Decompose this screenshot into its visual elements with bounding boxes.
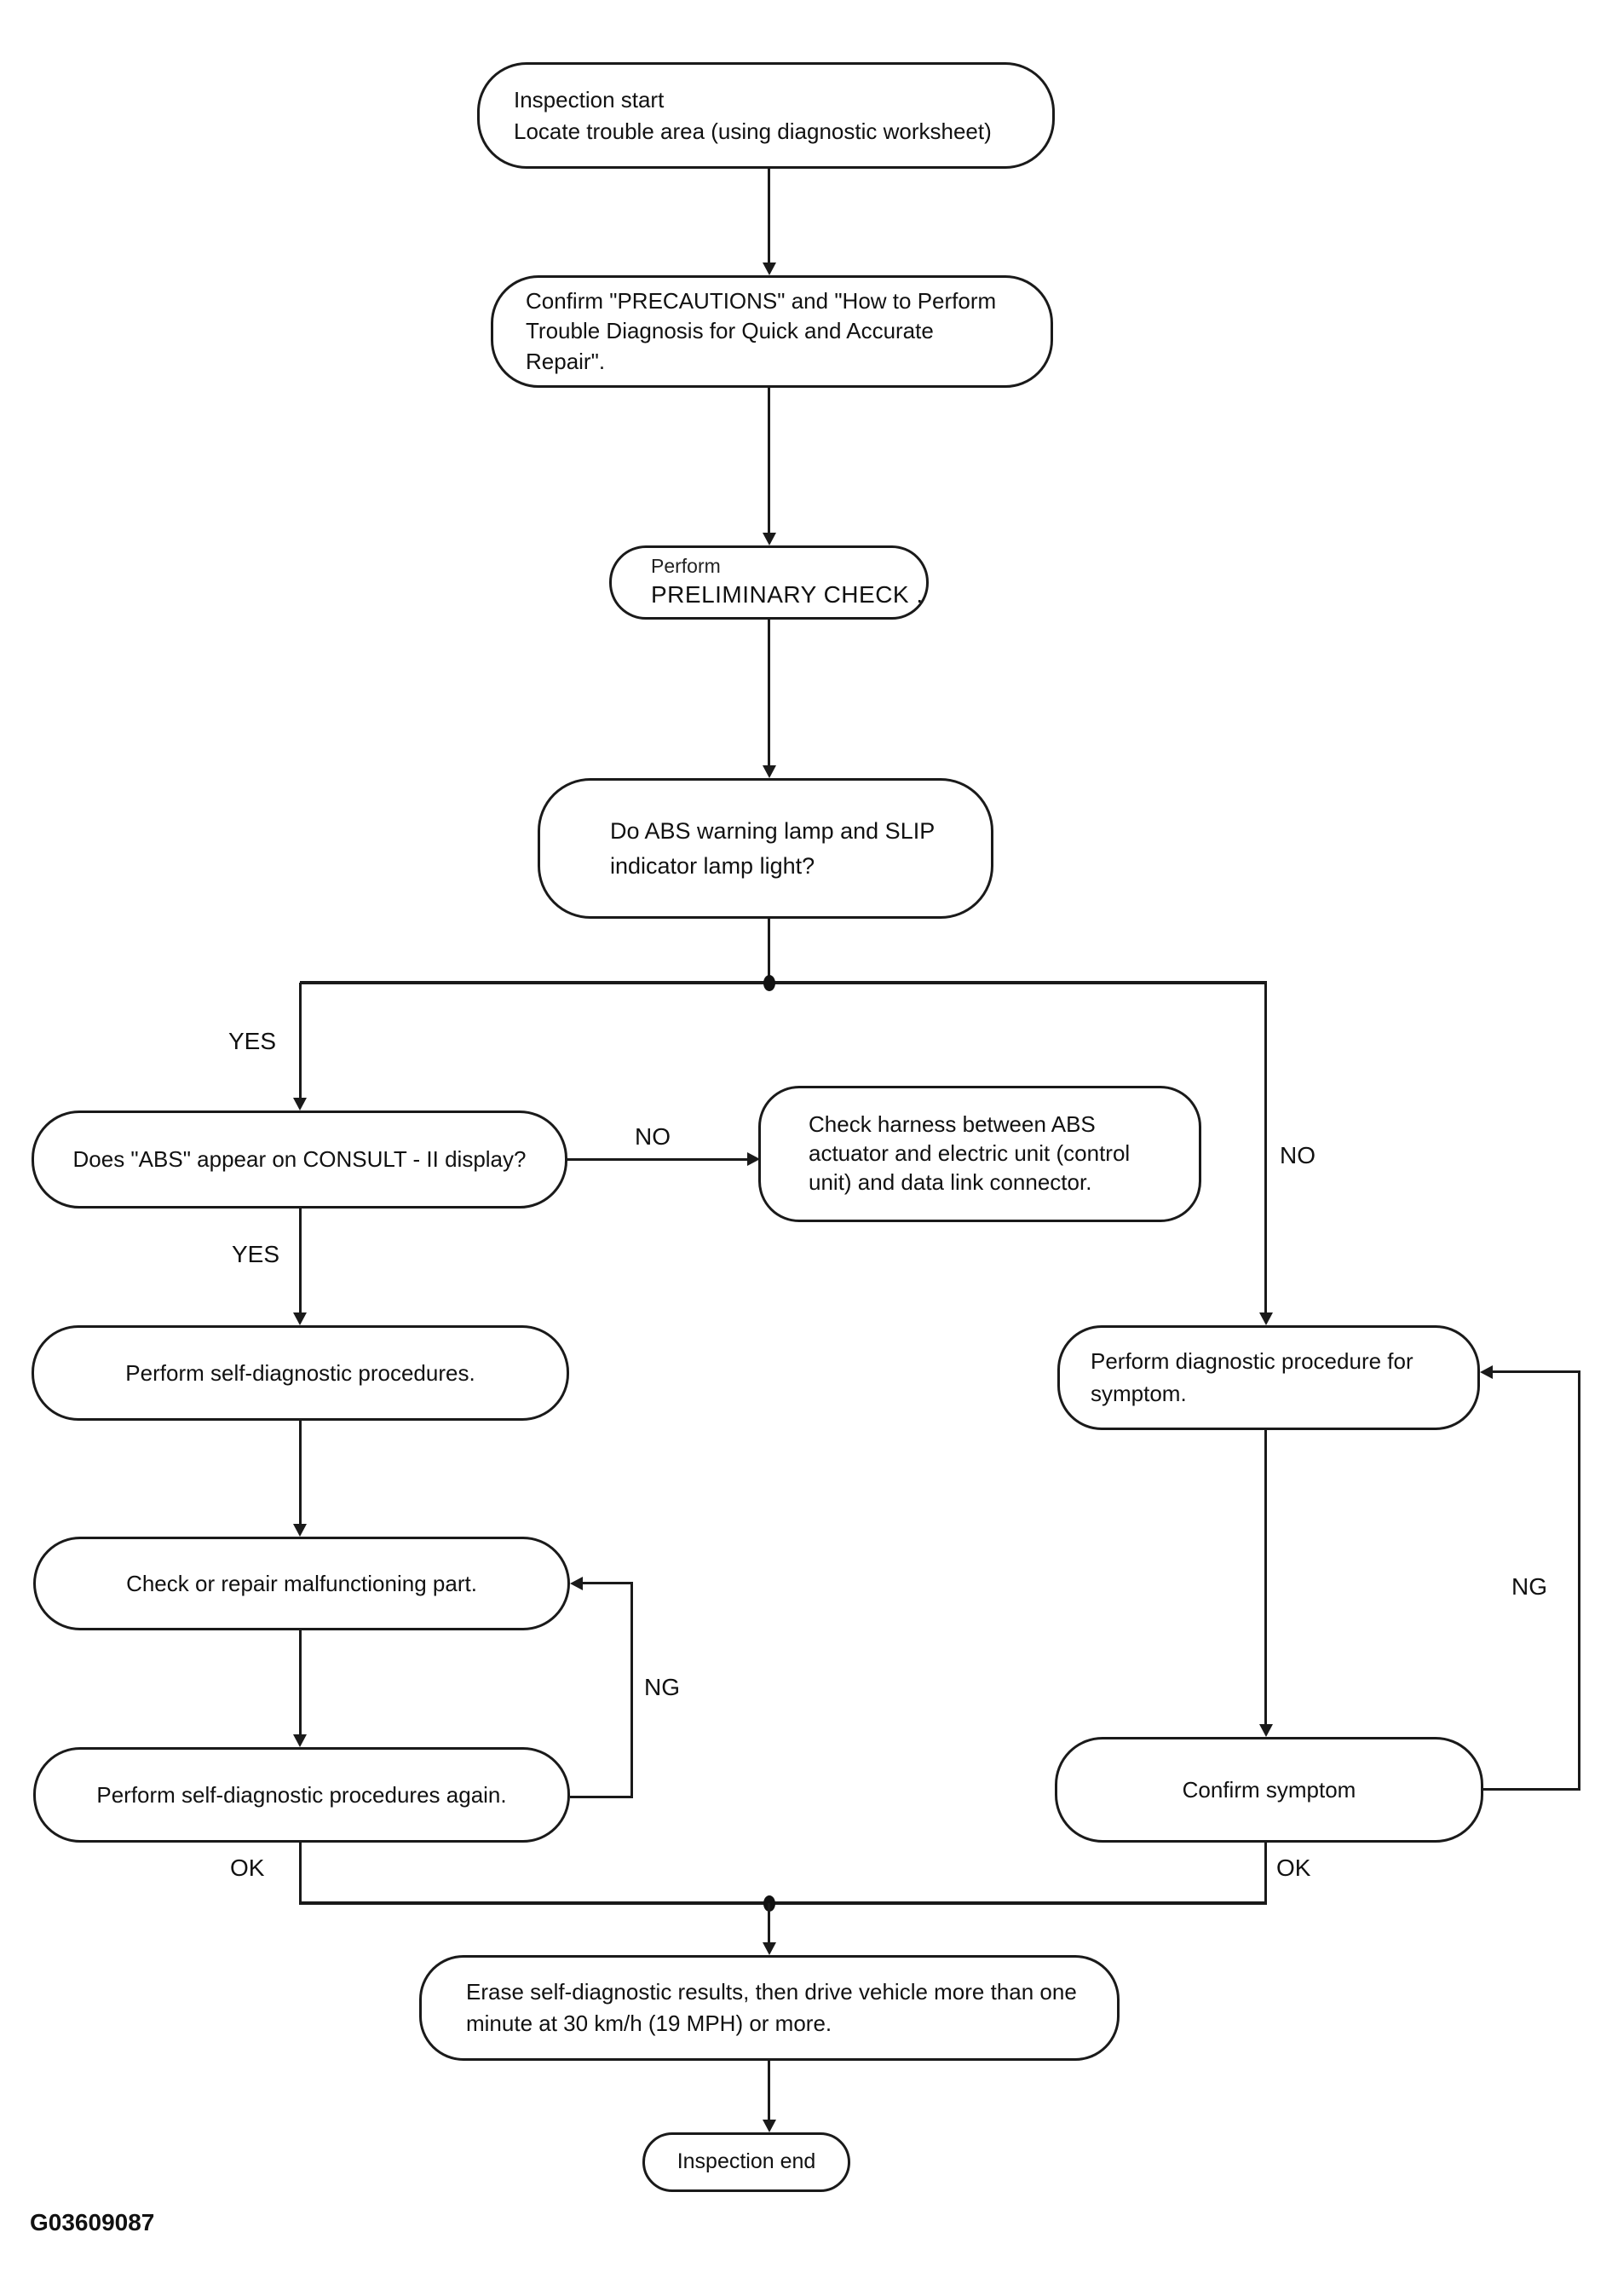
edge-start-confirm-arrowhead <box>763 262 776 275</box>
edge-symptom-confirmsymptom-arrowhead <box>1259 1724 1273 1737</box>
node-inspection-end: Inspection end <box>642 2132 850 2192</box>
edge-label-ng-left: NG <box>644 1674 680 1700</box>
edge-confirm-preliminary-line <box>768 388 770 534</box>
edge-label-ok-left: OK <box>230 1855 265 1881</box>
node-erase-results: Erase self-diagnostic results, then driv… <box>419 1955 1120 2061</box>
edge-ngloop-left-bottom-line <box>570 1796 633 1798</box>
figure-code: G03609087 <box>30 2209 155 2235</box>
edge-erase-end-line <box>768 2061 770 2120</box>
edge-consult-selfdiag-line <box>299 1209 302 1313</box>
edge-preliminary-abslamp-line <box>768 620 770 766</box>
edge-merge-erase-line <box>768 1903 770 1944</box>
edge-junction-symptom-line <box>1264 983 1267 1313</box>
node-text: Perform diagnostic procedure for <box>1091 1347 1413 1374</box>
node-confirm-symptom: Confirm symptom <box>1055 1737 1483 1843</box>
node-text: Confirm symptom <box>1182 1776 1356 1803</box>
node-self-diagnostic-again: Perform self-diagnostic procedures again… <box>33 1747 570 1843</box>
node-text: minute at 30 km/h (19 MPH) or more. <box>466 2010 832 2036</box>
branch-junction-dot <box>763 975 775 991</box>
edge-ngloop-left-top-line <box>582 1582 633 1584</box>
edge-start-confirm-line <box>768 169 770 264</box>
edge-consult-selfdiag-arrowhead <box>293 1312 307 1325</box>
node-text: Perform self-diagnostic procedures again… <box>96 1781 507 1808</box>
node-text: Confirm "PRECAUTIONS" and "How to Perfor… <box>526 287 997 314</box>
edge-confirm-preliminary-arrowhead <box>763 533 776 545</box>
node-text: Do ABS warning lamp and SLIP <box>610 818 936 844</box>
node-text: Locate trouble area (using diagnostic wo… <box>514 118 992 144</box>
edge-abslamp-junction-line <box>768 919 770 984</box>
node-text: Does "ABS" appear on CONSULT - II displa… <box>72 1146 527 1173</box>
node-abs-lamp-question: Do ABS warning lamp and SLIP indicator l… <box>538 778 993 919</box>
edge-checkrepair-selfdiagagain-arrowhead <box>293 1734 307 1747</box>
edge-consult-harness-line <box>567 1158 749 1161</box>
edge-label-no-right: NO <box>1280 1142 1316 1168</box>
edge-selfdiag-checkrepair-line <box>299 1421 302 1525</box>
node-text: Repair". <box>526 348 606 374</box>
node-diagnostic-symptom: Perform diagnostic procedure for symptom… <box>1057 1325 1480 1430</box>
node-inspection-start: Inspection start Locate trouble area (us… <box>477 62 1055 169</box>
edge-consult-harness-arrowhead <box>747 1152 760 1166</box>
node-text: unit) and data link connector. <box>809 1168 1092 1195</box>
node-text: Inspection end <box>676 2149 816 2174</box>
node-confirm-precautions: Confirm "PRECAUTIONS" and "How to Perfor… <box>491 275 1053 388</box>
edge-merge-erase-arrowhead <box>763 1942 776 1955</box>
edge-label-no-to-harness: NO <box>635 1123 671 1150</box>
node-check-repair: Check or repair malfunctioning part. <box>33 1537 570 1630</box>
edge-selfdiag-checkrepair-arrowhead <box>293 1524 307 1537</box>
edge-ngloop-right-bottom-line <box>1483 1788 1580 1791</box>
node-text: indicator lamp light? <box>610 852 815 879</box>
edge-junction-consult-line <box>299 983 302 1099</box>
node-text: actuator and electric unit (control <box>809 1140 1131 1167</box>
edge-label-ng-right: NG <box>1511 1573 1547 1600</box>
edge-ngloop-right-arrowhead <box>1480 1365 1493 1379</box>
node-self-diagnostic: Perform self-diagnostic procedures. <box>32 1325 569 1421</box>
edge-preliminary-abslamp-arrowhead <box>763 765 776 778</box>
edge-checkrepair-selfdiagagain-line <box>299 1630 302 1736</box>
node-check-harness: Check harness between ABS actuator and e… <box>758 1086 1201 1222</box>
edge-selfdiagagain-merge-line <box>299 1843 302 1904</box>
edge-symptom-confirmsymptom-line <box>1264 1430 1267 1726</box>
node-text: Perform <box>651 555 721 578</box>
node-text: Check harness between ABS <box>809 1111 1096 1138</box>
node-text: symptom. <box>1091 1380 1187 1406</box>
edge-erase-end-arrowhead <box>763 2120 776 2132</box>
branch-junction-horizontal-line <box>300 981 1267 984</box>
edge-ngloop-right-vertical-line <box>1578 1370 1580 1791</box>
node-text: Inspection start <box>514 86 665 112</box>
edge-junction-consult-arrowhead <box>293 1098 307 1111</box>
merge-horizontal-line <box>299 1901 1267 1905</box>
edge-label-ok-right: OK <box>1276 1855 1311 1881</box>
edge-ngloop-left-arrowhead <box>570 1577 583 1590</box>
edge-ngloop-right-top-line <box>1492 1370 1580 1373</box>
node-consult-question: Does "ABS" appear on CONSULT - II displa… <box>32 1111 567 1209</box>
edge-ngloop-left-vertical-line <box>630 1582 633 1798</box>
node-text: Erase self-diagnostic results, then driv… <box>466 1979 1077 2005</box>
node-text: PRELIMINARY CHECK . <box>651 581 924 609</box>
node-text: Check or repair malfunctioning part. <box>126 1570 477 1596</box>
node-text: Perform self-diagnostic procedures. <box>125 1359 475 1386</box>
edge-junction-symptom-arrowhead <box>1259 1312 1273 1325</box>
edge-confirmsymptom-merge-line <box>1264 1843 1267 1904</box>
node-text: Trouble Diagnosis for Quick and Accurate <box>526 318 934 344</box>
node-preliminary-check: Perform PRELIMINARY CHECK . <box>609 545 929 620</box>
edge-label-yes-top: YES <box>228 1028 277 1054</box>
edge-label-yes-mid: YES <box>232 1241 280 1267</box>
